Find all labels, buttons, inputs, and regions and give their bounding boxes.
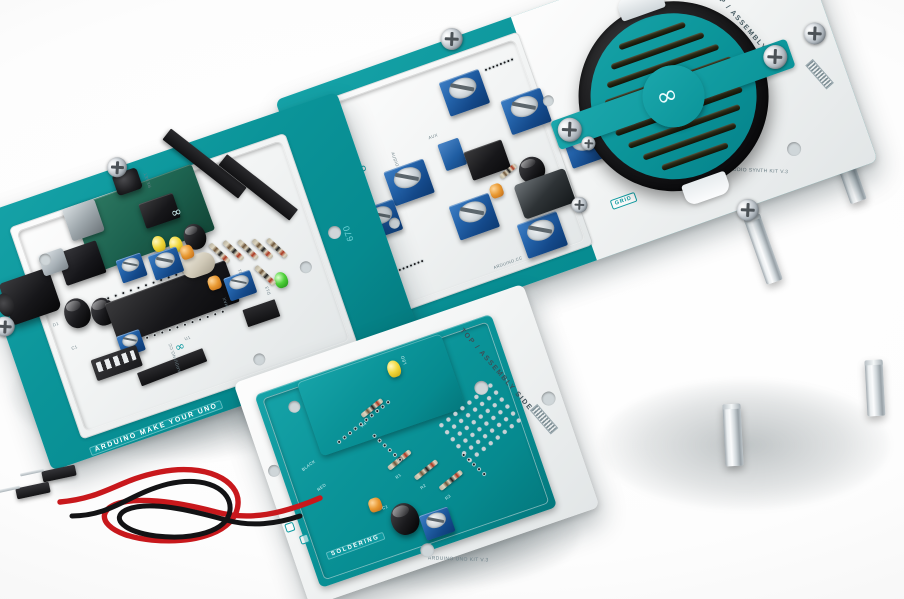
black-jumper-wire-path [69, 478, 303, 540]
shadow-under-speaker-board [600, 380, 890, 510]
standoff-leg-front-right [743, 213, 783, 285]
uno-plate-batch-number: 670 [340, 224, 356, 243]
soldering-bottom-silk: ARDUINO UNO KIT V.3 [427, 555, 489, 564]
standoff-leg-visible-right [864, 359, 886, 417]
standoff-leg-visible-front [722, 403, 744, 467]
soldering-assembly-corner-label [529, 403, 559, 435]
mount-hole [539, 389, 558, 408]
red-jumper-wire-path [57, 466, 323, 544]
plate-corner-screw [437, 24, 466, 54]
jumper-wire-pair [57, 466, 323, 544]
